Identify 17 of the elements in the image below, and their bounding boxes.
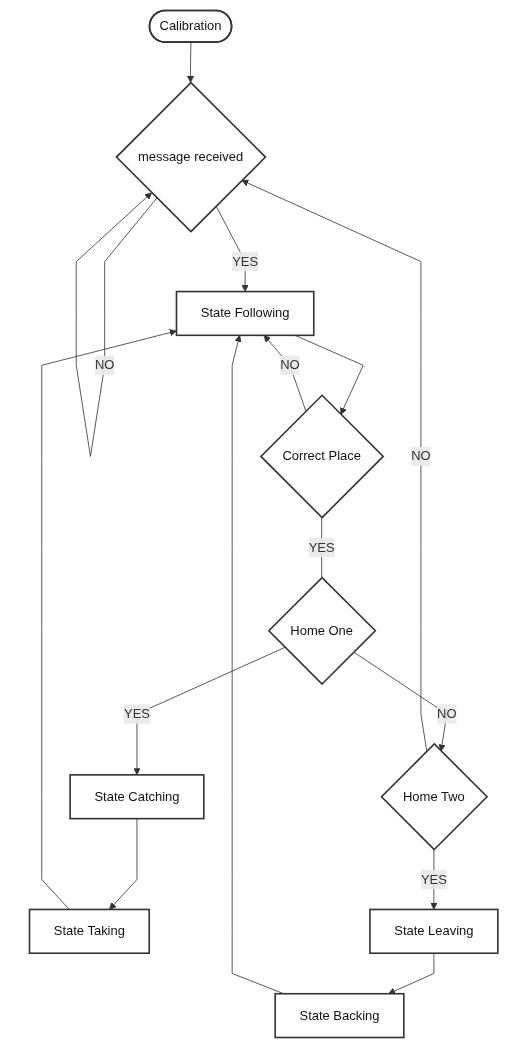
edge-label: NO	[95, 358, 115, 372]
edge-label: YES	[124, 706, 151, 721]
edge-label: YES	[421, 872, 448, 886]
node-box: State Backing	[274, 992, 405, 1039]
node-diamond: Home One	[268, 576, 377, 686]
node-box: State Following	[176, 290, 315, 337]
edge-label: YES	[309, 540, 335, 555]
node-diamond: message received	[115, 81, 267, 233]
edge-label: NO	[280, 358, 300, 372]
node-box: State Leaving	[369, 908, 499, 955]
edge-label: NO	[411, 449, 431, 463]
edge-label: NO	[437, 706, 457, 721]
node-box: State Taking	[29, 908, 151, 955]
node-diamond: Correct Place	[260, 394, 385, 519]
node-box: State Catching	[69, 774, 205, 820]
node-diamond: Home Two	[380, 742, 489, 851]
edge-label: YES	[232, 254, 259, 269]
